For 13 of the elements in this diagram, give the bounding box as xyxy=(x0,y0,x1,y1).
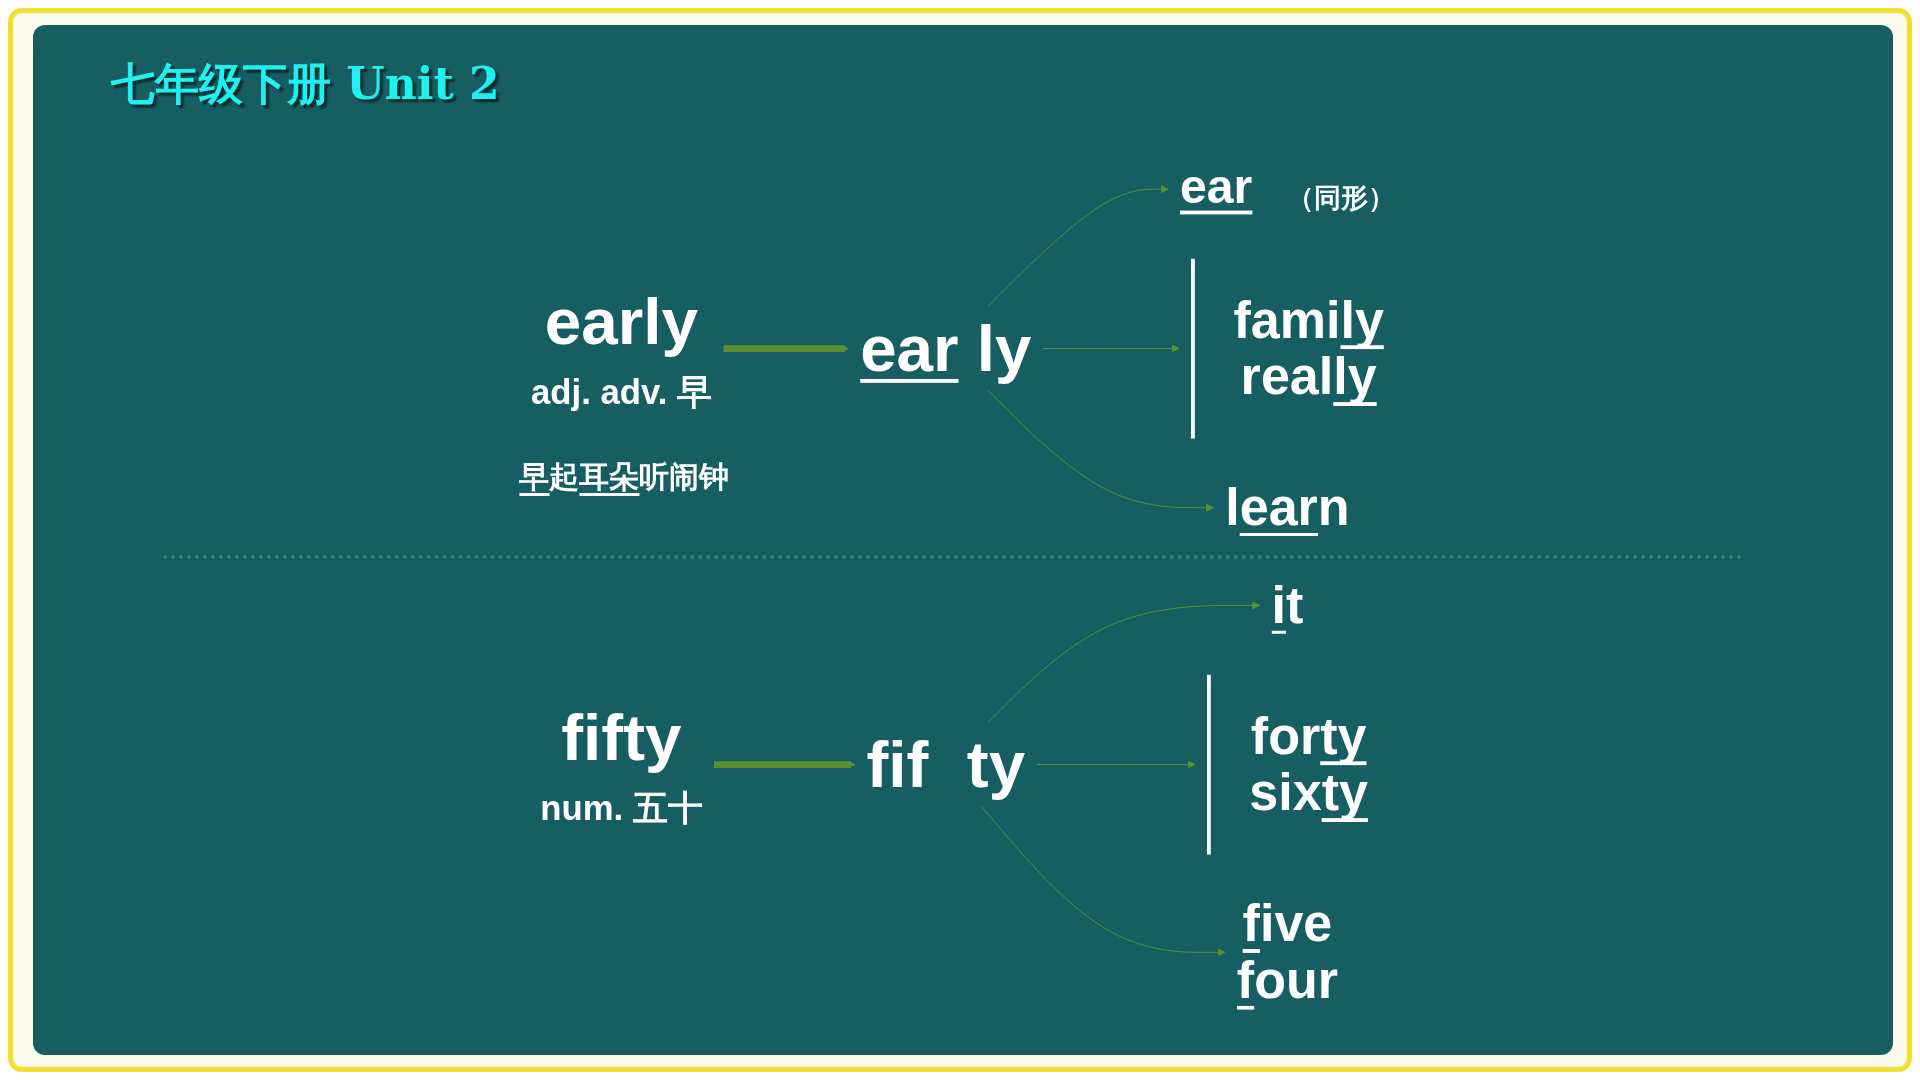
node-text: five four xyxy=(1236,894,1339,1010)
node-text: learn xyxy=(1225,478,1350,536)
node-label: （同形） xyxy=(1287,182,1395,213)
arrow xyxy=(713,760,856,769)
node-text: forty sixty xyxy=(1249,706,1368,822)
node-text: fifty num. 五十 xyxy=(540,700,703,828)
arrow xyxy=(723,344,849,353)
node-text: ear xyxy=(1179,159,1253,214)
node-text: early adj. adv. 早 xyxy=(531,284,712,412)
title: 七年级下册 Unit 2 xyxy=(111,57,500,111)
note-text: 早起耳朵听闹钟 xyxy=(519,459,730,496)
node-text: family really xyxy=(1233,290,1384,406)
node-text: it xyxy=(1271,575,1304,634)
